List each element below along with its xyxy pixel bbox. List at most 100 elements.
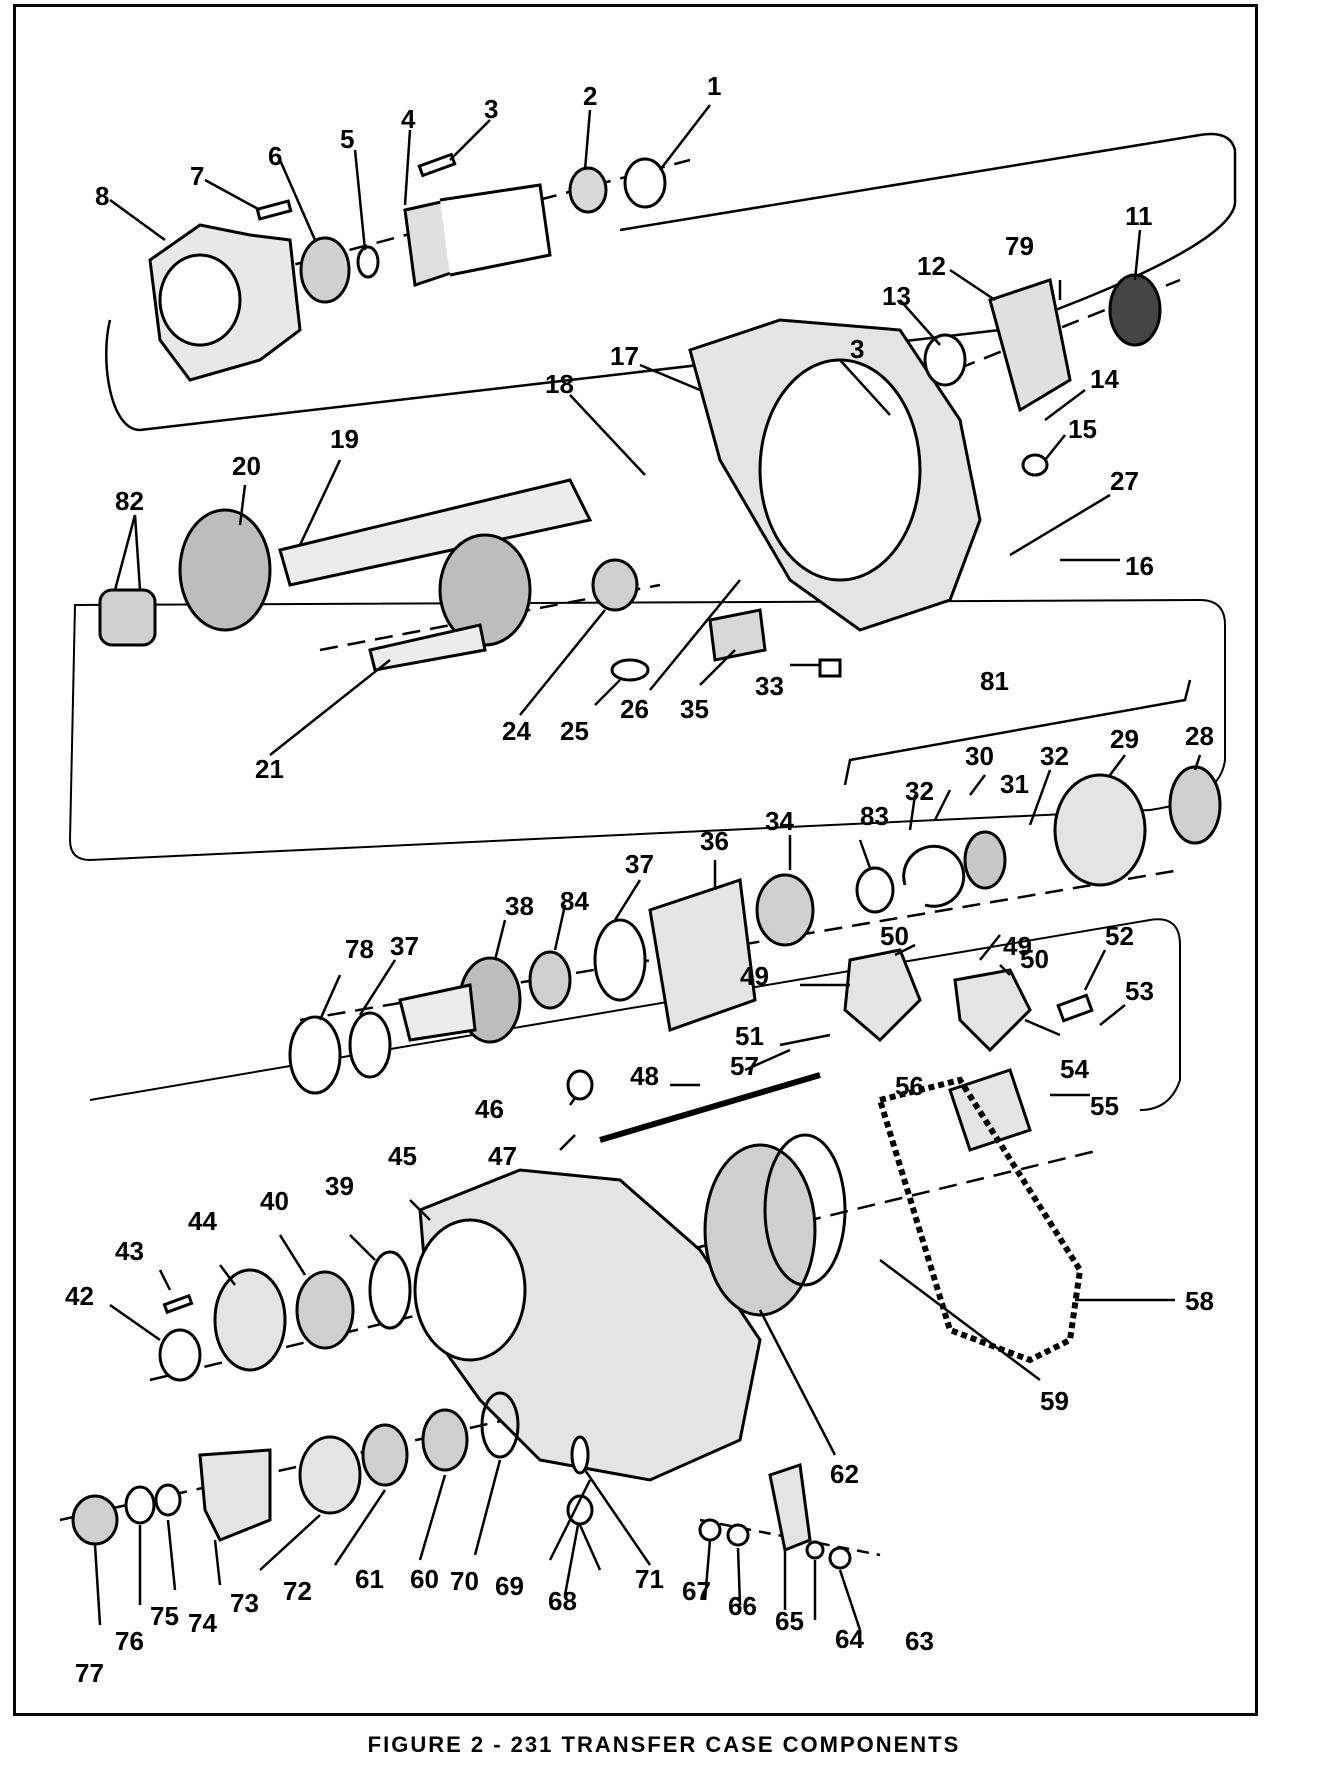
bearing-40 bbox=[295, 1270, 355, 1350]
callout-42: 42 bbox=[65, 1281, 94, 1311]
sprocket-62 bbox=[703, 1143, 817, 1317]
bracket-35 bbox=[708, 608, 767, 662]
callout-82: 82 bbox=[115, 486, 144, 516]
callout-44: 44 bbox=[188, 1206, 217, 1236]
bolt-7 bbox=[255, 199, 293, 221]
callout-25: 25 bbox=[560, 716, 589, 746]
callout-66: 66 bbox=[728, 1591, 757, 1621]
fork-50b bbox=[953, 968, 1032, 1053]
callout-2: 2 bbox=[583, 81, 597, 111]
callout-57: 57 bbox=[730, 1051, 759, 1081]
callout-77: 77 bbox=[75, 1658, 104, 1688]
lever-55 bbox=[948, 1068, 1032, 1152]
case-bore-17 bbox=[758, 358, 922, 582]
callout-60: 60 bbox=[410, 1564, 439, 1594]
ring-78 bbox=[288, 1015, 342, 1095]
callout-83: 83 bbox=[860, 801, 889, 831]
washer-67 bbox=[698, 1518, 722, 1542]
callout-26: 26 bbox=[620, 694, 649, 724]
carrier-36 bbox=[648, 877, 757, 1033]
callout-30: 30 bbox=[965, 741, 994, 771]
callout-78: 78 bbox=[345, 934, 374, 964]
seal-13 bbox=[923, 333, 967, 387]
ring-39 bbox=[368, 1250, 412, 1330]
callout-49: 49 bbox=[740, 961, 769, 991]
callout-48: 48 bbox=[630, 1061, 659, 1091]
callout-5: 5 bbox=[340, 124, 354, 154]
ring-28 bbox=[1168, 765, 1222, 845]
callout-3: 3 bbox=[484, 94, 498, 124]
callout-74: 74 bbox=[188, 1608, 217, 1638]
callout-63: 63 bbox=[905, 1626, 934, 1656]
hub-34 bbox=[755, 873, 815, 947]
callout-34: 34 bbox=[765, 806, 794, 836]
callout-37: 37 bbox=[390, 931, 419, 961]
washer-37b bbox=[593, 918, 647, 1002]
callout-39: 39 bbox=[325, 1171, 354, 1201]
washer-25 bbox=[610, 658, 650, 682]
callout-64: 64 bbox=[835, 1624, 864, 1654]
callout-65: 65 bbox=[775, 1606, 804, 1636]
plug-15 bbox=[1021, 453, 1049, 477]
yoke-74 bbox=[198, 1448, 272, 1542]
callout-40: 40 bbox=[260, 1186, 289, 1216]
callout-72: 72 bbox=[283, 1576, 312, 1606]
lower-loop-line bbox=[89, 918, 1181, 1111]
callout-3: 3 bbox=[850, 334, 864, 364]
callout-45: 45 bbox=[388, 1141, 417, 1171]
bearing-61 bbox=[421, 1408, 469, 1472]
callout-70: 70 bbox=[450, 1566, 479, 1596]
callout-71: 71 bbox=[635, 1564, 664, 1594]
shaft-21 bbox=[368, 623, 487, 672]
seal-1 bbox=[623, 157, 667, 209]
seal-5 bbox=[356, 245, 380, 279]
sensor-46 bbox=[566, 1069, 594, 1101]
callout-59: 59 bbox=[1040, 1386, 1069, 1416]
callout-69: 69 bbox=[495, 1571, 524, 1601]
callout-56: 56 bbox=[895, 1071, 924, 1101]
callout-38: 38 bbox=[505, 891, 534, 921]
callout-21: 21 bbox=[255, 754, 284, 784]
callout-19: 19 bbox=[330, 424, 359, 454]
bearing-24 bbox=[591, 558, 639, 612]
callout-43: 43 bbox=[115, 1236, 144, 1266]
callout-46: 46 bbox=[475, 1094, 504, 1124]
figure-caption: FIGURE 2 - 231 TRANSFER CASE COMPONENTS bbox=[367, 1732, 961, 1757]
callout-33: 33 bbox=[755, 671, 784, 701]
lever-65 bbox=[768, 1463, 812, 1553]
bolt-43 bbox=[162, 1293, 194, 1315]
cup-2 bbox=[568, 166, 608, 214]
callout-28: 28 bbox=[1185, 721, 1214, 751]
callout-17: 17 bbox=[610, 341, 639, 371]
gear-21 bbox=[438, 533, 532, 647]
callout-4: 4 bbox=[401, 104, 416, 134]
gear-31 bbox=[963, 830, 1007, 890]
ring-83 bbox=[855, 866, 895, 914]
callout-14: 14 bbox=[1090, 364, 1119, 394]
middle-loop-line bbox=[68, 598, 1226, 862]
fork-50a bbox=[843, 948, 922, 1043]
mainshaft-19 bbox=[278, 478, 593, 587]
callout-24: 24 bbox=[502, 716, 531, 746]
upper-loop-line bbox=[105, 132, 1237, 432]
callout-18: 18 bbox=[545, 369, 574, 399]
seal-73 bbox=[298, 1435, 362, 1515]
exploded-view-diagram: 1 2 3 3 4 5 6 7 8 11 12 13 14 15 16 17 1… bbox=[59, 71, 1237, 1688]
washer-75 bbox=[154, 1483, 182, 1517]
plug-68 bbox=[566, 1494, 594, 1526]
shaft-38 bbox=[398, 983, 477, 1042]
callout-labels: 1 2 3 3 4 5 6 7 8 11 12 13 14 15 16 17 1… bbox=[65, 71, 1214, 1688]
callout-62: 62 bbox=[830, 1459, 859, 1489]
callout-37: 37 bbox=[625, 849, 654, 879]
callout-67: 67 bbox=[682, 1576, 711, 1606]
callout-13: 13 bbox=[882, 281, 911, 311]
washer-37a bbox=[348, 1011, 392, 1079]
callout-49: 49 bbox=[1003, 931, 1032, 961]
leader-lines bbox=[93, 104, 1202, 1631]
callout-16: 16 bbox=[1125, 551, 1154, 581]
callout-50: 50 bbox=[1020, 944, 1049, 974]
bearing-72 bbox=[361, 1423, 409, 1487]
callout-35: 35 bbox=[680, 694, 709, 724]
callout-84: 84 bbox=[560, 886, 589, 916]
ring-32 bbox=[902, 844, 966, 908]
